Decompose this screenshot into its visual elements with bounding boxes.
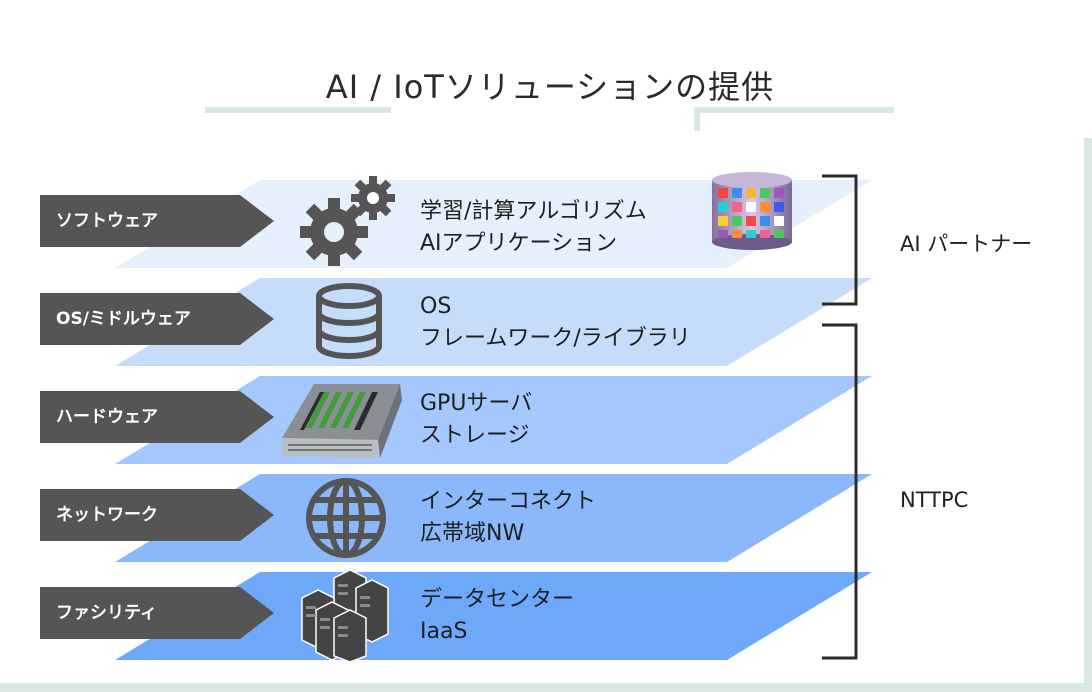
bracket-nttpc xyxy=(822,323,858,660)
category-label-text: OS/ミドルウェア xyxy=(56,309,191,329)
category-label-text: ファシリティ xyxy=(56,603,157,623)
category-label-text: ソフトウェア xyxy=(56,211,158,231)
layer-band-network xyxy=(115,474,872,562)
category-label-software: ソフトウェア xyxy=(40,195,274,247)
layer-line1: 学習/計算アルゴリズム xyxy=(420,199,647,224)
page-title: AI / IoTソリューションの提供 xyxy=(325,68,775,106)
layer-text-hardware: GPUサーバ ストレージ xyxy=(420,388,532,452)
category-label-text: ネットワーク xyxy=(56,505,158,525)
category-label-hardware: ハードウェア xyxy=(40,391,274,443)
frame-right-border xyxy=(1084,138,1092,692)
layer-text-os: OS フレームワーク/ライブラリ xyxy=(420,291,691,355)
layer-text-facility: データセンター IaaS xyxy=(420,584,574,648)
layer-text-network: インターコネクト 広帯域NW xyxy=(420,486,596,550)
layer-line1: データセンター xyxy=(420,587,575,612)
partner-label-ai: AI パートナー xyxy=(900,232,1033,256)
globe-icon xyxy=(306,478,386,558)
gears-icon xyxy=(300,176,395,266)
title-underline-right xyxy=(694,107,894,113)
bracket-ai-partner xyxy=(822,174,858,306)
database-icon xyxy=(316,283,382,359)
layer-line1: OS xyxy=(420,294,452,319)
layer-line2: フレームワーク/ライブラリ xyxy=(420,326,691,351)
category-label-network: ネットワーク xyxy=(40,489,274,541)
frame-bottom-border xyxy=(0,683,1092,692)
layer-line2: IaaS xyxy=(420,619,468,644)
layer-line1: GPUサーバ xyxy=(420,391,533,416)
app-cylinder-icon xyxy=(712,172,792,250)
category-label-text: ハードウェア xyxy=(56,407,158,427)
server-racks-icon xyxy=(301,569,389,662)
layer-text-software: 学習/計算アルゴリズム AIアプリケーション xyxy=(420,196,647,260)
category-label-facility: ファシリティ xyxy=(40,587,274,639)
title-underline-left xyxy=(205,107,391,113)
category-label-os: OS/ミドルウェア xyxy=(40,293,274,345)
layer-line1: インターコネクト xyxy=(420,489,597,514)
layer-band-os xyxy=(115,278,872,366)
partner-label-nttpc: NTTPC xyxy=(900,488,969,512)
gpu-server-icon xyxy=(282,384,402,458)
layer-band-software xyxy=(115,180,872,268)
layer-line2: AIアプリケーション xyxy=(420,231,618,256)
layer-line2: ストレージ xyxy=(420,423,530,448)
layer-line2: 広帯域NW xyxy=(420,521,525,546)
title-underline-right-tick xyxy=(694,107,700,131)
